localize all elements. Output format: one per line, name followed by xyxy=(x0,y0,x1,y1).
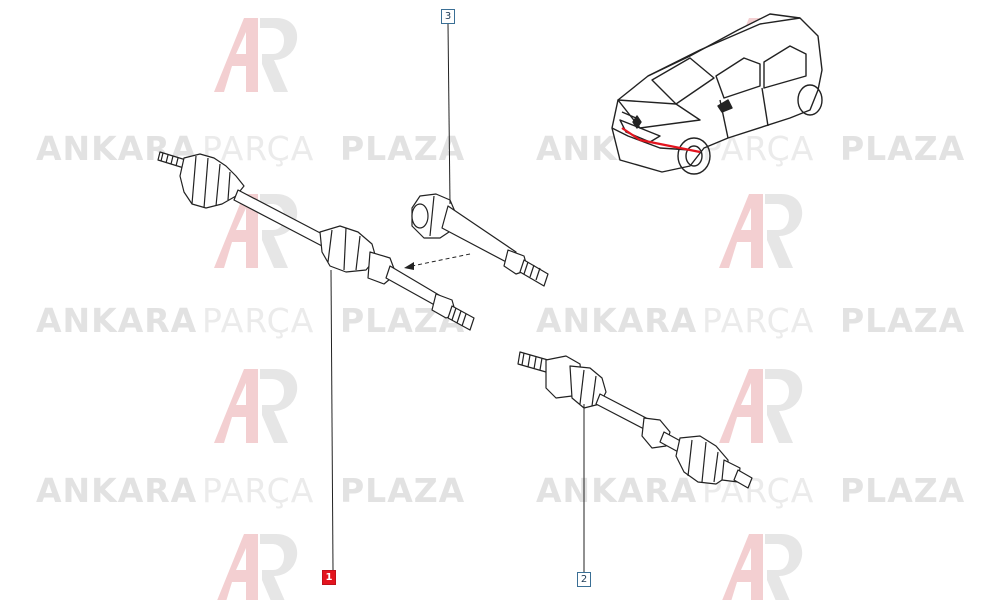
watermark-word: PLAZA xyxy=(840,129,965,168)
watermark-word: PARÇA xyxy=(202,301,314,340)
drive-shaft-right[interactable] xyxy=(517,351,753,489)
watermark-logo xyxy=(214,18,298,92)
callout-1[interactable]: 1 xyxy=(322,570,336,585)
watermark-word: PLAZA xyxy=(840,471,965,510)
drive-shaft-left[interactable] xyxy=(157,151,475,331)
leader-line xyxy=(447,23,451,205)
intermediate-shaft[interactable] xyxy=(411,193,549,287)
watermark-logo xyxy=(719,369,803,443)
callout-2[interactable]: 2 xyxy=(577,572,591,587)
watermark-word: ANKARA xyxy=(36,471,197,510)
watermark-row: ANKARA PARÇA PLAZA ANKARA PARÇA PLAZA xyxy=(36,301,965,340)
watermark-word: PARÇA xyxy=(202,129,314,168)
callout-label: 3 xyxy=(444,11,452,22)
watermark-word: PARÇA xyxy=(202,471,314,510)
watermark-layer: ANKARA PARÇA PLAZA ANKARA PARÇA PLAZA AN… xyxy=(36,18,965,600)
watermark-logo xyxy=(719,194,803,268)
watermark-word: ANKARA xyxy=(36,301,197,340)
watermark-logo xyxy=(214,534,298,600)
watermark-row: ANKARA PARÇA PLAZA ANKARA PARÇA PLAZA xyxy=(36,471,965,510)
hatchback-car-icon xyxy=(611,13,823,175)
callout-label: 2 xyxy=(580,574,588,585)
watermark-word: PLAZA xyxy=(340,471,465,510)
watermark-word: ANKARA xyxy=(536,471,697,510)
watermark-word: PARÇA xyxy=(702,301,814,340)
watermark-logo xyxy=(719,534,803,600)
leader-line xyxy=(330,269,334,571)
callout-3[interactable]: 3 xyxy=(441,9,455,24)
watermark-word: ANKARA xyxy=(536,301,697,340)
watermark-logo xyxy=(214,369,298,443)
assembly-arrow xyxy=(404,253,471,270)
callout-label: 1 xyxy=(325,572,333,583)
watermark-word: PLAZA xyxy=(340,129,465,168)
watermark-word: PLAZA xyxy=(840,301,965,340)
